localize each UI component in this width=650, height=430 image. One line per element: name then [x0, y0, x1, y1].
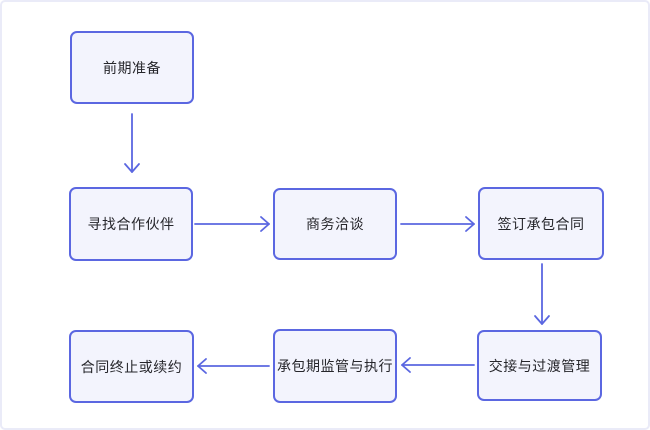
arrow-handover-to-supervise	[401, 357, 475, 373]
arrow-supervise-to-terminate	[197, 358, 270, 374]
flow-node-find-partner: 寻找合作伙伴	[69, 187, 193, 261]
flow-node-handover: 交接与过渡管理	[477, 330, 602, 401]
flow-node-terminate-renew-label: 合同终止或续约	[80, 358, 183, 375]
flow-node-handover-label: 交接与过渡管理	[488, 357, 591, 374]
flow-node-negotiate-label: 商务洽谈	[306, 216, 364, 232]
arrow-sign-contract-to-handover	[534, 263, 550, 325]
flow-node-terminate-renew: 合同终止或续约	[69, 330, 194, 403]
flow-node-supervise: 承包期监管与执行	[273, 329, 397, 403]
flow-node-prep-label: 前期准备	[103, 59, 161, 76]
flow-node-sign-contract-label: 签订承包合同	[497, 215, 585, 232]
arrow-negotiate-to-sign-contract	[400, 216, 475, 232]
arrow-find-partner-to-negotiate	[194, 216, 270, 232]
flow-node-prep: 前期准备	[70, 31, 194, 104]
flow-node-sign-contract: 签订承包合同	[478, 187, 604, 260]
arrow-prep-to-find-partner	[124, 113, 140, 173]
flow-node-supervise-label: 承包期监管与执行	[277, 358, 393, 374]
flow-node-negotiate: 商务洽谈	[273, 188, 397, 260]
flow-node-find-partner-label: 寻找合作伙伴	[87, 216, 175, 232]
